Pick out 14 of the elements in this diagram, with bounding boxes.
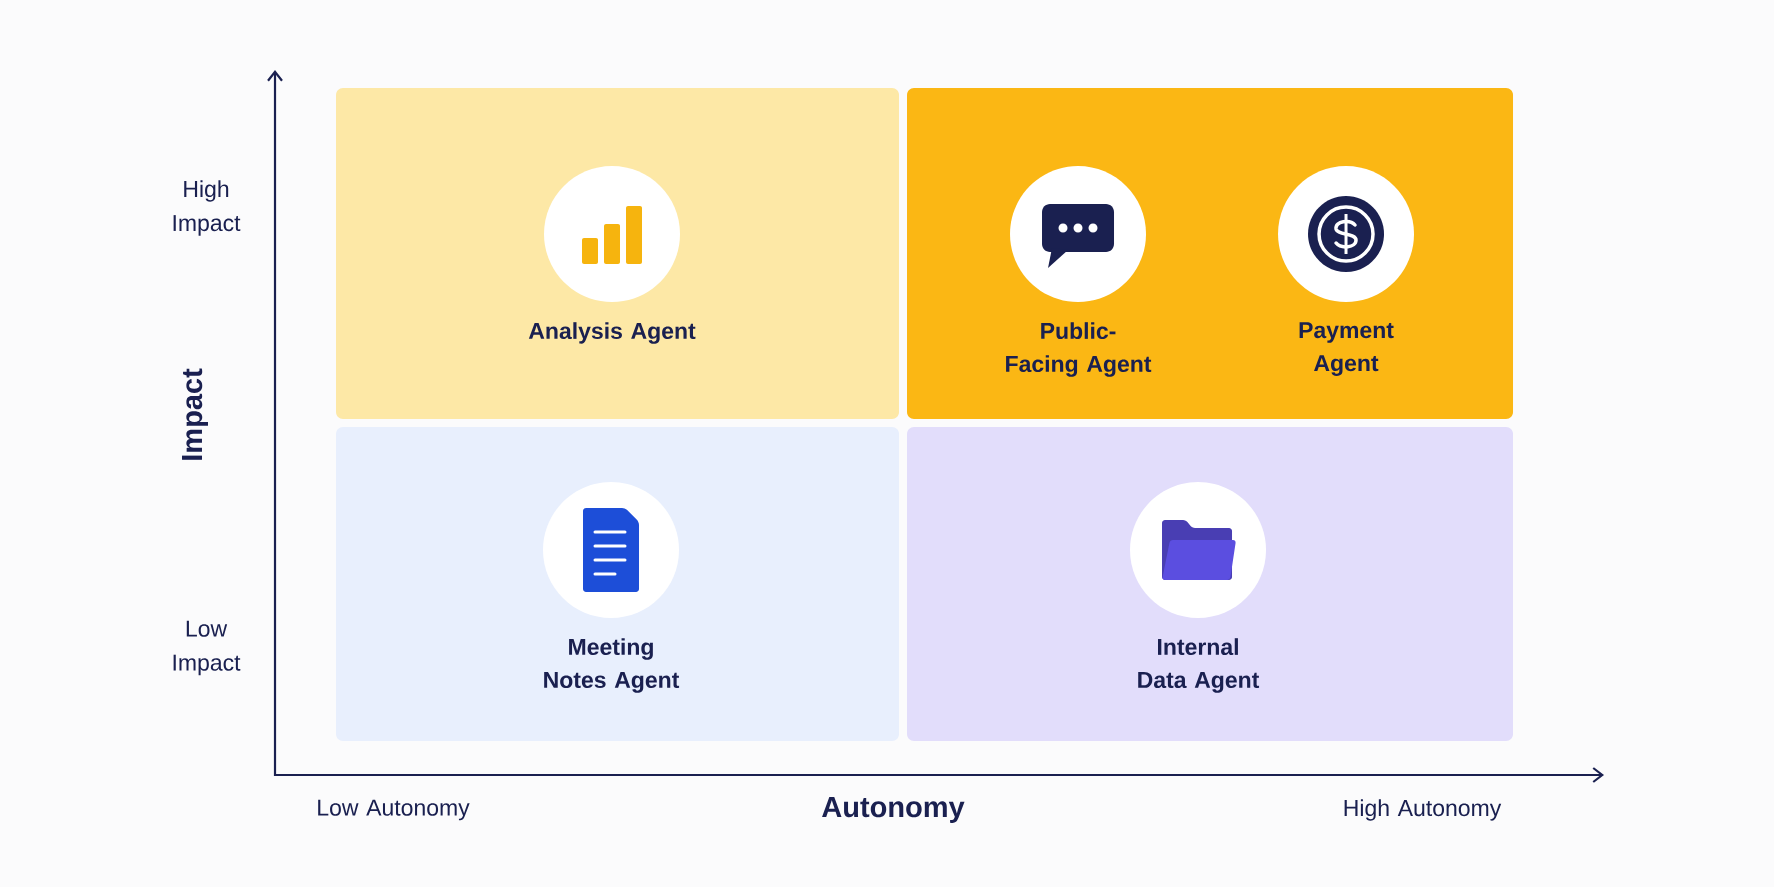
quadrant-panel: [336, 427, 899, 741]
quadrant-panel: [907, 427, 1513, 741]
axis-title: Impact: [182, 368, 208, 460]
node-label: Internal Data Agent: [1138, 638, 1260, 693]
axis-title: Autonomy: [822, 797, 965, 823]
axis-tick-label: Low Impact: [173, 620, 241, 676]
node-label: Payment Agent: [1299, 322, 1394, 376]
axis-tick-label: High Impact: [173, 180, 241, 236]
node-label: Meeting Notes Agent: [544, 638, 680, 693]
node-label: Public-Facing Agent: [1006, 322, 1152, 377]
node-label: Analysis Agent: [528, 322, 696, 344]
quadrant-panel: [336, 88, 899, 419]
axis-tick-label: Low Autonomy: [318, 799, 470, 821]
axis-tick-label: High Autonomy: [1344, 799, 1502, 821]
